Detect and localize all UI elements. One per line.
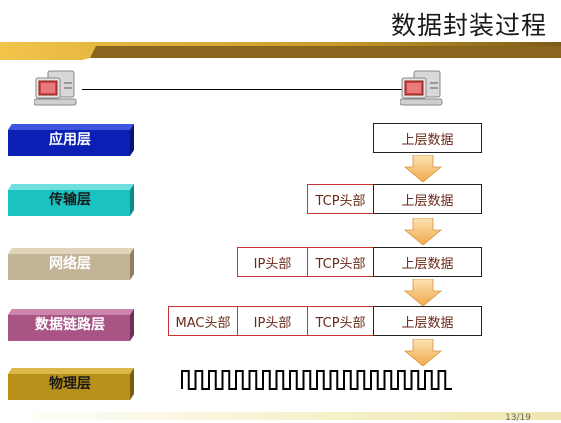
down-arrow-icon: [403, 155, 443, 182]
bottom-stripe: [0, 412, 561, 420]
ip-header-cell: IP头部: [237, 306, 308, 336]
layer-box-shape: [8, 368, 134, 400]
down-arrow-icon: [403, 218, 443, 245]
layer-box-shape: [8, 309, 134, 341]
signal-waveform: [181, 370, 452, 390]
connection-line: [82, 89, 406, 90]
tcp-header-cell: TCP头部: [307, 184, 374, 214]
upper-data-cell: 上层数据: [373, 306, 482, 336]
layer-datalink: 数据链路层: [8, 309, 134, 341]
layer-box-shape: [8, 124, 134, 156]
layer-transport: 传输层: [8, 184, 134, 216]
layer-physical: 物理层: [8, 368, 134, 400]
mac-header-cell: MAC头部: [168, 306, 238, 336]
down-arrow-icon: [403, 339, 443, 366]
destination-computer-icon: [400, 70, 443, 106]
title-bar: [0, 42, 561, 60]
layer-label-datalink: 数据链路层: [35, 317, 105, 333]
page-title: 数据封装过程: [390, 11, 547, 40]
tcp-header-cell: TCP头部: [307, 306, 374, 336]
layer-label-network: 网络层: [49, 256, 91, 272]
layer-label-transport: 传输层: [49, 192, 91, 208]
page-number: 13/19: [505, 413, 531, 423]
layer-application: 应用层: [8, 124, 134, 156]
source-computer-icon: [34, 70, 77, 106]
upper-data-cell: 上层数据: [373, 123, 482, 153]
upper-data-cell: 上层数据: [373, 184, 482, 214]
layer-label-physical: 物理层: [49, 376, 91, 392]
layer-label-application: 应用层: [49, 132, 91, 148]
upper-data-cell: 上层数据: [373, 247, 482, 277]
down-arrow-icon: [403, 279, 443, 306]
tcp-header-cell: TCP头部: [307, 247, 374, 277]
layer-network: 网络层: [8, 248, 134, 280]
layer-box-shape: [8, 184, 134, 216]
layer-box-shape: [8, 248, 134, 280]
ip-header-cell: IP头部: [237, 247, 308, 277]
